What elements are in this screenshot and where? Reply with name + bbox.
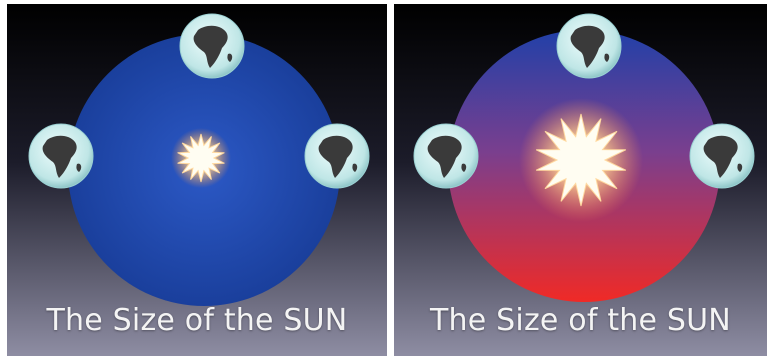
caption: The Size of the SUN xyxy=(46,303,348,338)
earth-icon xyxy=(304,123,370,189)
earth-icon xyxy=(689,123,755,189)
right-panel-diagram xyxy=(394,4,767,356)
earth-icon xyxy=(28,123,94,189)
earth-icon xyxy=(179,13,245,79)
sun-icon xyxy=(519,98,643,222)
earth-icon xyxy=(556,13,622,79)
sun-icon xyxy=(171,128,231,188)
caption: The Size of the SUN xyxy=(430,303,731,338)
left-panel: The Size of the SUN xyxy=(7,4,387,356)
earth-icon xyxy=(413,123,479,189)
left-panel-diagram xyxy=(7,4,387,356)
right-panel: The Size of the SUN xyxy=(394,4,767,356)
